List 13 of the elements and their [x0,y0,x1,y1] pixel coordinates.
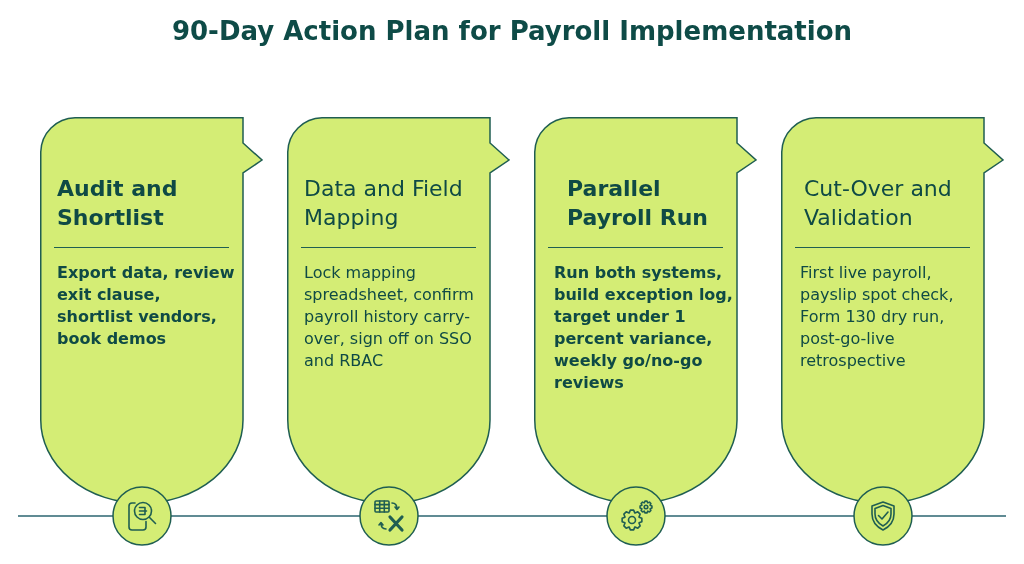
card-heading: Audit and Shortlist [57,175,179,232]
card-heading: Parallel Payroll Run [567,175,709,232]
step-card [781,117,1004,504]
diagram-title: 90-Day Action Plan for Payroll Implementation [171,15,853,48]
card-description: Run both systems, build exception log, target under 1 percent variance, weekly go/no-go reviews [554,262,734,394]
card-description: Lock mapping spreadsheet, confirm payroll history carry-over, sign off on SSO and RBAC [304,262,475,372]
card-heading: Cut-Over and Validation [804,175,953,232]
step-card [287,117,510,504]
card-heading: Data and Field Mapping [304,175,464,232]
step-card [534,117,757,504]
step-card [40,117,263,504]
card-description: Export data, review exit clause, shortlist vendors, book demos [57,262,236,350]
card-description: First live payroll, payslip spot check, Form 130 dry run, post-go-live retrospective [800,262,955,372]
